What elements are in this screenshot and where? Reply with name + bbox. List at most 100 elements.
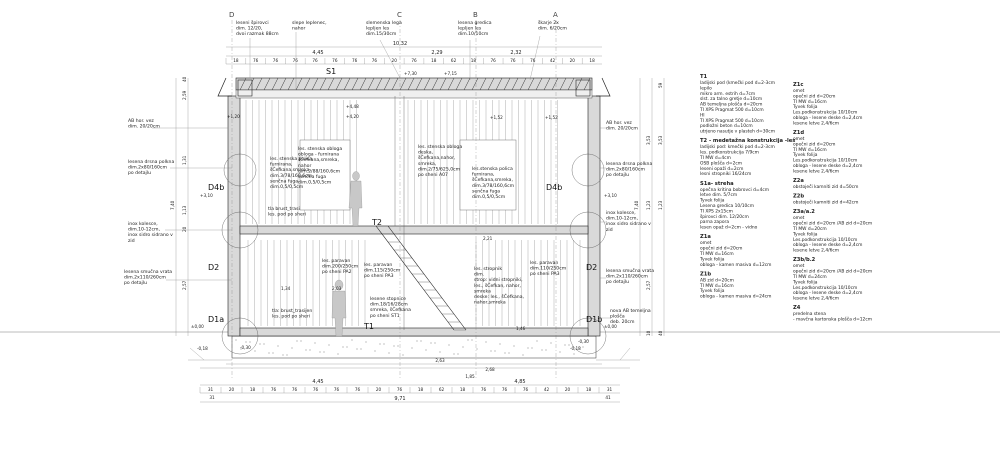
legend-line: AB temeljna plošča d=20cm [700,101,762,108]
level-ridge: +7,15 [444,71,457,76]
bottom-small-dim-2: 18 [250,387,256,392]
callout-door-right-line: lesena smučna vrata [606,267,654,274]
legend-line: TI MW d=16cm [792,147,827,153]
legend-line: obstoječi kamniti zid d=50cm [793,183,858,190]
bottom-small-dim-17: 20 [565,387,571,392]
mark-d1a: D1a [208,315,224,324]
legend-line: opečni zid d=20cm [700,245,742,252]
note-shelf-right-line: dim.0,5/0,5cm [472,194,506,200]
legend-line: HI [700,112,705,118]
callout-slab-line: plošča [610,313,625,320]
callout-stairs-line: leseni špirovci [236,19,269,26]
note-shelf-right-line: senčna fuga [472,187,500,194]
left-wall [227,95,241,337]
legend-line: Tyvek folija [792,152,818,158]
legend-code: Z1d [793,130,804,136]
callout-door-left-line: po detajlu [124,280,147,286]
dim-left-offset: 31 [209,395,215,400]
dim-base: 1,85 [465,374,475,379]
callout-door-left-line: lesena smučna vrata [124,268,172,275]
note-stair-detail-line: smreka [474,288,491,294]
note-stair-detail-line: strop: vidni stropniki, [474,277,523,283]
top-small-dim-6: 76 [352,58,358,63]
note-cladding-mid-line: les. stenska obloga [418,144,462,150]
legend-line: TI XPS Pragmat 500 d=10cm [699,107,764,113]
right-vdim-5: 1,23 [658,200,663,210]
legend-line: Les.podkonstrukcija 10/10cm [793,158,857,164]
bottom-small-dim-9: 76 [397,387,403,392]
legend-line: omet [793,215,805,221]
axis-label-c: C [397,11,402,19]
bottom-small-dim-3: 76 [271,387,277,392]
note-stairs-line: smreka, šČefkana [370,306,411,313]
dim-step2: 2,68 [485,367,495,372]
callout-beam-line: slemenska lega [366,20,402,26]
note-parquet-mid-line: dim.115/250cm [364,268,401,274]
top-small-dim-11: 62 [451,58,457,63]
left-vdim-6: 20 [182,226,187,232]
legend-line: les. podkonstrukcija 7/9cm [700,150,759,156]
bottom-small-dim-16: 42 [544,387,550,392]
legend-code: Z4 [793,305,801,311]
left-vdim-4: 2,57 [182,280,187,290]
legend-line: obloga - lesene deske d=2,4cm [793,242,862,248]
note-cladding-mid-line: dim.2/75/625,0cm [418,166,461,172]
legend-line: obloga - lesene deske d=2,4cm [793,290,862,296]
legend-line: obstoječi kamniti zid d=42cm [793,199,858,206]
legend-line: Les.podkonstrukcija 10/10cm [793,285,857,291]
gravel-fill [235,339,589,356]
section-marks: S1 T1 T2 D1a D1b D2 D2 D4b D4b [208,67,602,331]
note-shelf-right-line: dim.3/78/160,6cm [472,183,515,189]
person-silhouette [331,171,363,337]
left-vdim-3: 1,13 [182,205,187,215]
callout-ab-left-line: dim. 20/20cm [128,124,160,130]
callout-slab-line: deb. 20cm [610,319,635,325]
roof-insulation [235,89,593,99]
callout-window-left-line: dim.2x80/160cm [128,165,167,171]
right-wall [587,95,601,337]
legend-code: Z1c [793,82,803,88]
bottom-small-dim-10: 18 [418,387,424,392]
callout-ab-right-line: AB hor. vez [606,120,632,126]
dim-middle-top: 2,29 [431,50,442,56]
callout-post-left-line: dim.10-12cm, [128,227,160,233]
note-cladding-mid: les. stenska oblogadeska,šČefkana,nahor,… [418,144,462,178]
ground-slab [239,327,589,337]
legend-line: predelna stena [793,311,826,317]
note-shelf-left-line: dim.0,5/0,5cm [270,184,304,190]
interior-level-3: 1,46 [516,326,526,331]
mark-d2-right: D2 [586,263,597,272]
mark-d2-left: D2 [208,263,219,272]
top-small-dim-10: 18 [431,58,437,63]
right-vdim-4: 1,23 [646,200,651,210]
legend-line: Les.podkonstrukcija 10/10cm [793,110,857,116]
grid-axes: D C B A [229,11,558,380]
legend-line: TI XPS 2x15cm [699,208,733,214]
note-cladding-mid-line: smreka, [418,161,437,167]
right-vdim-2: 3,53 [646,135,651,145]
dim-left-bottom: 4,45 [312,379,323,385]
legend-line: Tyvek folija [792,231,818,237]
note-shelf-left-line: les. stenska polica [270,156,312,162]
legend-code: Z3a/a.2 [793,209,815,215]
note-stairs-line: po sheni ST1 [370,313,400,319]
level-ground-left: ±0,00 [191,324,204,329]
legend-line: ladijski pod: kmečki pod d=2-3cm [700,143,775,150]
top-small-dim-1: 76 [253,58,259,63]
level-base-left: -0,30 [240,345,251,350]
axis-label-d: D [229,11,234,19]
dim-left-top: 4,45 [312,50,323,56]
legend-line: podložni beton d=10cm [700,122,753,129]
legend-line: Tyvek folija [699,288,725,294]
bottom-small-dim-18: 18 [586,387,592,392]
